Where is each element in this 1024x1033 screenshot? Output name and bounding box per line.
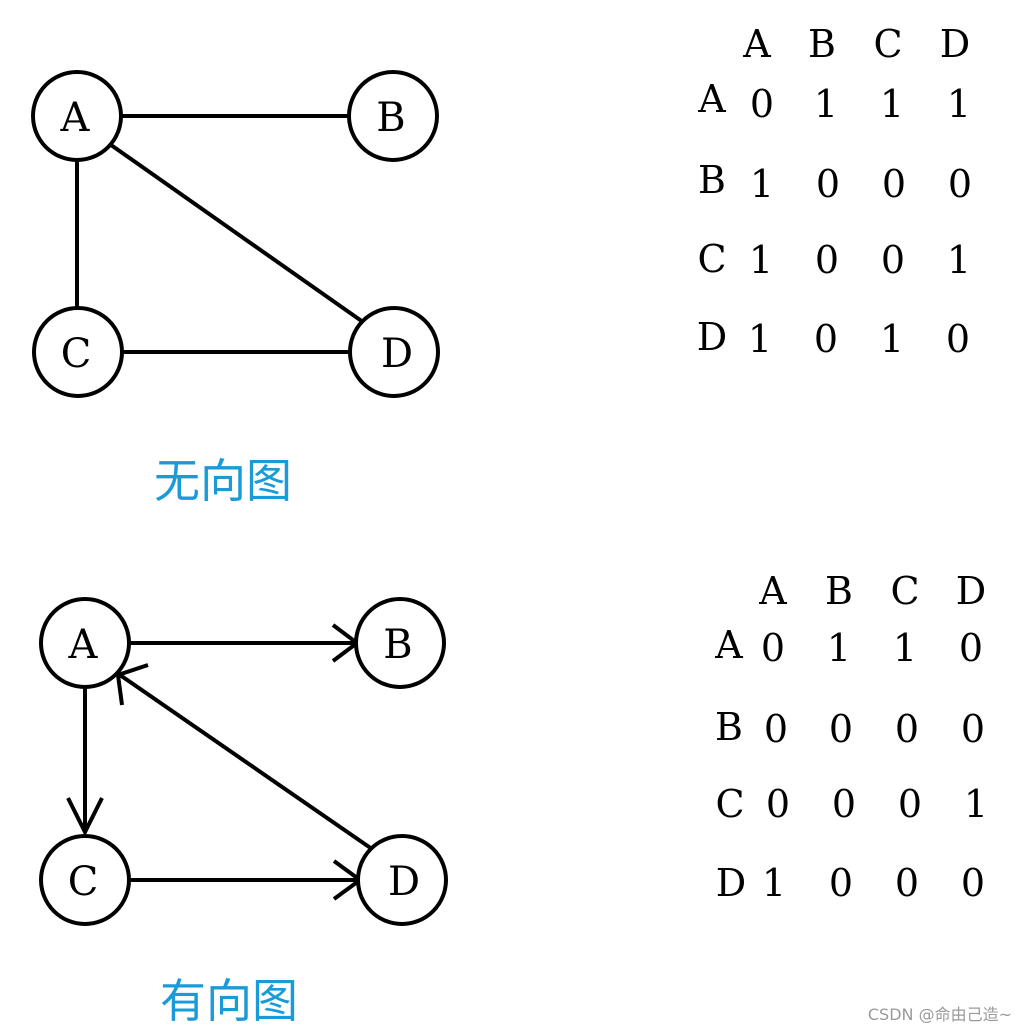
directed-cell: 1 <box>762 861 786 905</box>
directed-node-b-label: B <box>383 622 412 668</box>
directed-col-header-a: A <box>758 569 787 613</box>
directed-row-header-d: D <box>716 861 746 905</box>
undirected-node-d-label: D <box>381 331 413 377</box>
undirected-cell: 0 <box>948 162 972 206</box>
directed-edge-a-b <box>128 623 361 663</box>
directed-cell: 0 <box>895 861 919 905</box>
directed-row-header-a: A <box>714 623 743 667</box>
directed-cell: 0 <box>766 782 790 826</box>
directed-edge-d-a <box>115 663 374 851</box>
undirected-node-b: B <box>347 70 439 162</box>
directed-cell: 0 <box>764 707 788 751</box>
undirected-col-header-d: D <box>940 22 970 66</box>
directed-cell: 0 <box>898 782 922 826</box>
undirected-edge-a-d <box>109 143 365 324</box>
directed-cell: 0 <box>829 707 853 751</box>
undirected-cell: 1 <box>880 317 904 361</box>
undirected-cell: 1 <box>947 82 971 126</box>
undirected-row-header-c: C <box>697 237 726 281</box>
undirected-cell: 1 <box>947 238 971 282</box>
undirected-caption: 无向图 <box>154 454 292 508</box>
undirected-cell: 0 <box>881 238 905 282</box>
undirected-cell: 1 <box>749 238 773 282</box>
undirected-node-d: D <box>348 306 440 398</box>
directed-cell: 0 <box>961 707 985 751</box>
undirected-cell: 0 <box>815 238 839 282</box>
arrowhead-icon <box>66 797 104 837</box>
directed-row-header-c: C <box>715 782 744 826</box>
directed-cell: 0 <box>961 861 985 905</box>
directed-cell: 1 <box>964 782 988 826</box>
directed-col-header-c: C <box>890 569 919 613</box>
directed-graph: A B C D 有向图 <box>39 597 448 1028</box>
directed-node-c-label: C <box>68 859 99 905</box>
undirected-row-header-a: A <box>697 77 726 121</box>
directed-node-a: A <box>39 597 131 689</box>
undirected-graph: A B C D 无向图 <box>31 70 440 508</box>
undirected-cell: 0 <box>814 317 838 361</box>
directed-cell: 1 <box>827 626 851 670</box>
undirected-col-header-a: A <box>742 22 771 66</box>
directed-edge-c-d <box>128 859 364 901</box>
undirected-cell: 0 <box>750 82 774 126</box>
undirected-node-c-label: C <box>61 331 92 377</box>
directed-node-d-label: D <box>388 859 420 905</box>
undirected-cell: 1 <box>750 162 774 206</box>
directed-node-c: C <box>39 834 131 926</box>
directed-edge-a-c <box>66 686 104 837</box>
undirected-cell: 1 <box>748 317 772 361</box>
undirected-cell: 1 <box>814 82 838 126</box>
directed-cell: 0 <box>895 707 919 751</box>
undirected-cell: 0 <box>882 162 906 206</box>
directed-col-header-d: D <box>956 569 986 613</box>
directed-node-d: D <box>356 834 448 926</box>
undirected-node-b-label: B <box>376 95 405 141</box>
watermark-text: CSDN @命由己造~ <box>868 1005 1012 1024</box>
directed-row-header-b: B <box>715 705 743 749</box>
directed-cell: 1 <box>893 626 917 670</box>
undirected-row-header-d: D <box>697 315 727 359</box>
directed-col-header-b: B <box>825 569 853 613</box>
undirected-row-header-b: B <box>698 158 726 202</box>
undirected-cell: 0 <box>946 317 970 361</box>
undirected-cell: 1 <box>880 82 904 126</box>
undirected-node-c: C <box>32 306 124 398</box>
undirected-cell: 0 <box>816 162 840 206</box>
directed-node-a-label: A <box>68 622 99 668</box>
directed-cell: 0 <box>829 861 853 905</box>
undirected-matrix: A B C D A B C D 0 1 1 1 1 0 0 0 1 0 0 1 … <box>697 22 972 361</box>
undirected-col-header-b: B <box>808 22 836 66</box>
directed-caption: 有向图 <box>160 974 298 1028</box>
directed-matrix: A B C D A B C D 0 1 1 0 0 0 0 0 0 0 0 1 … <box>714 569 988 905</box>
directed-node-b: B <box>354 597 446 689</box>
directed-cell: 0 <box>761 626 785 670</box>
undirected-node-a-label: A <box>60 95 91 141</box>
directed-cell: 0 <box>959 626 983 670</box>
undirected-col-header-c: C <box>873 22 902 66</box>
undirected-node-a: A <box>31 70 123 162</box>
directed-cell: 0 <box>832 782 856 826</box>
